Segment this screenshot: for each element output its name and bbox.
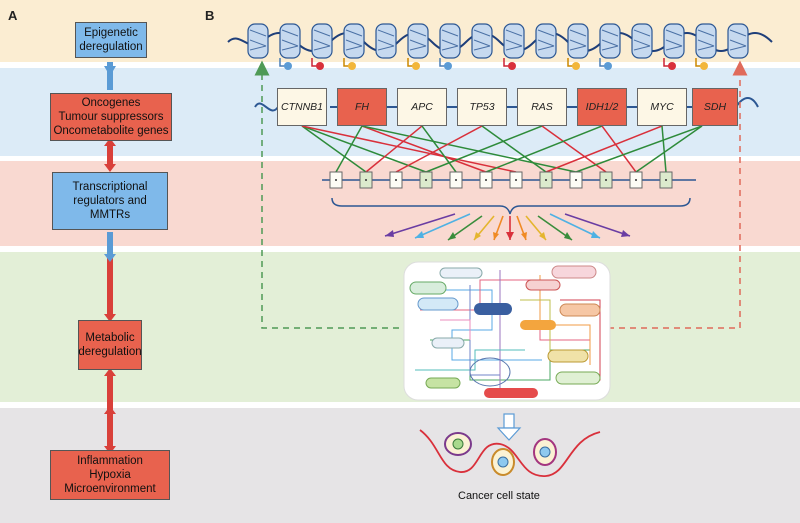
oncogenes-box: Oncogenes Tumour suppressors Oncometabol…	[50, 93, 172, 141]
landscape-curve	[419, 429, 601, 477]
inflammation-hypoxia-box: Inflammation Hypoxia Microenvironment	[50, 450, 170, 500]
gene-idh1-2: IDH1/2	[577, 88, 627, 126]
transcriptional-regulators-box: Transcriptional regulators and MMTRs	[52, 172, 168, 230]
fan-arrows	[384, 213, 631, 241]
metabolic-deregulation-box: Metabolic deregulation	[78, 320, 142, 370]
gene-fh: FH	[337, 88, 387, 126]
cancer-cell-state-label: Cancer cell state	[458, 490, 540, 502]
gene-myc: MYC	[637, 88, 687, 126]
gene-apc: APC	[397, 88, 447, 126]
chromatin-strand	[227, 23, 773, 70]
gene-ras: RAS	[517, 88, 567, 126]
epigenetic-deregulation-box: Epigenetic deregulation	[75, 22, 147, 58]
gene-ctnnb1: CTNNB1	[277, 88, 327, 126]
gene-links	[301, 125, 703, 173]
gene-tp53: TP53	[457, 88, 507, 126]
cell-1	[444, 432, 472, 456]
left-connectors	[104, 62, 116, 454]
feedback-dashed-red	[608, 60, 748, 329]
cell-3	[533, 438, 557, 466]
panel-label-a: A	[8, 8, 18, 23]
grouping-brace	[331, 197, 691, 215]
metabolic-map	[403, 261, 611, 401]
transcription-units	[322, 171, 696, 189]
panel-label-b: B	[205, 8, 215, 23]
gene-sdh: SDH	[692, 88, 738, 126]
feedback-dashed-green	[254, 60, 410, 329]
cell-2	[491, 448, 515, 476]
down-arrow-to-cell-state	[496, 413, 522, 441]
